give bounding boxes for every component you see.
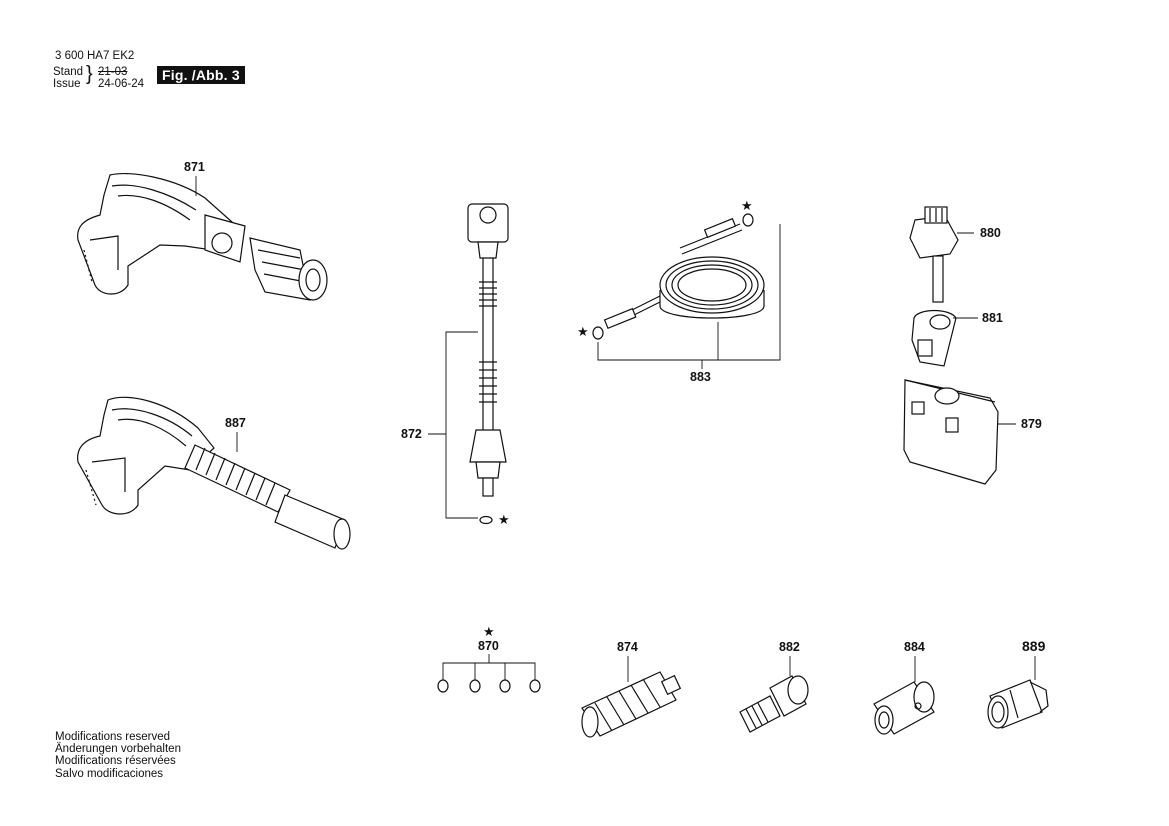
note-line-en: Modifications reserved xyxy=(55,731,171,743)
part-label-870: 870 xyxy=(478,639,499,653)
star-icon: ★ xyxy=(498,513,510,528)
part-label-884: 884 xyxy=(904,640,925,654)
part-884-connector-icon xyxy=(873,681,935,735)
stand-date: 21-03 xyxy=(98,66,128,78)
modifications-note: Modifications reserved Änderungen vorbeh… xyxy=(55,731,181,780)
figure-label: Fig. /Abb. 3 xyxy=(157,66,245,84)
part-879-tank-icon xyxy=(903,379,999,485)
part-870-o-rings-icon xyxy=(437,679,541,693)
part-label-889: 889 xyxy=(1022,638,1046,654)
document-number: 3 600 HA7 EK2 xyxy=(55,50,135,62)
part-874-nozzle-icon xyxy=(581,671,682,738)
part-889-coupling-icon xyxy=(987,679,1049,729)
note-line-es: Salvo modificaciones xyxy=(55,767,164,780)
star-icon: ★ xyxy=(577,325,589,340)
star-icon: ★ xyxy=(483,625,495,640)
leader-lines xyxy=(195,176,1036,682)
part-label-880: 880 xyxy=(980,226,1001,240)
part-label-887: 887 xyxy=(225,416,246,430)
part-label-871: 871 xyxy=(184,160,205,174)
note-line-fr: Modifications réservées xyxy=(55,755,176,768)
issue-date: 24-06-24 xyxy=(98,78,145,90)
part-label-883: 883 xyxy=(690,370,711,384)
part-label-874: 874 xyxy=(617,640,638,654)
star-icon: ★ xyxy=(741,199,753,214)
part-label-881: 881 xyxy=(982,311,1003,325)
part-881-holder-icon xyxy=(911,309,957,367)
part-872-lance-icon xyxy=(467,203,509,525)
note-line-de: Änderungen vorbehalten xyxy=(55,743,181,756)
part-label-872: 872 xyxy=(401,427,422,441)
issue-label: Issue xyxy=(53,78,81,90)
part-880-cap-icon xyxy=(909,206,959,303)
stand-label: Stand xyxy=(53,66,84,78)
part-882-adapter-icon xyxy=(739,675,809,733)
part-871-spray-gun-icon xyxy=(77,172,328,301)
part-887-spray-gun-icon xyxy=(77,396,351,550)
part-label-879: 879 xyxy=(1021,417,1042,431)
part-883-hose-icon xyxy=(592,213,765,340)
part-label-882: 882 xyxy=(779,640,800,654)
brace-icon: } xyxy=(86,63,93,85)
